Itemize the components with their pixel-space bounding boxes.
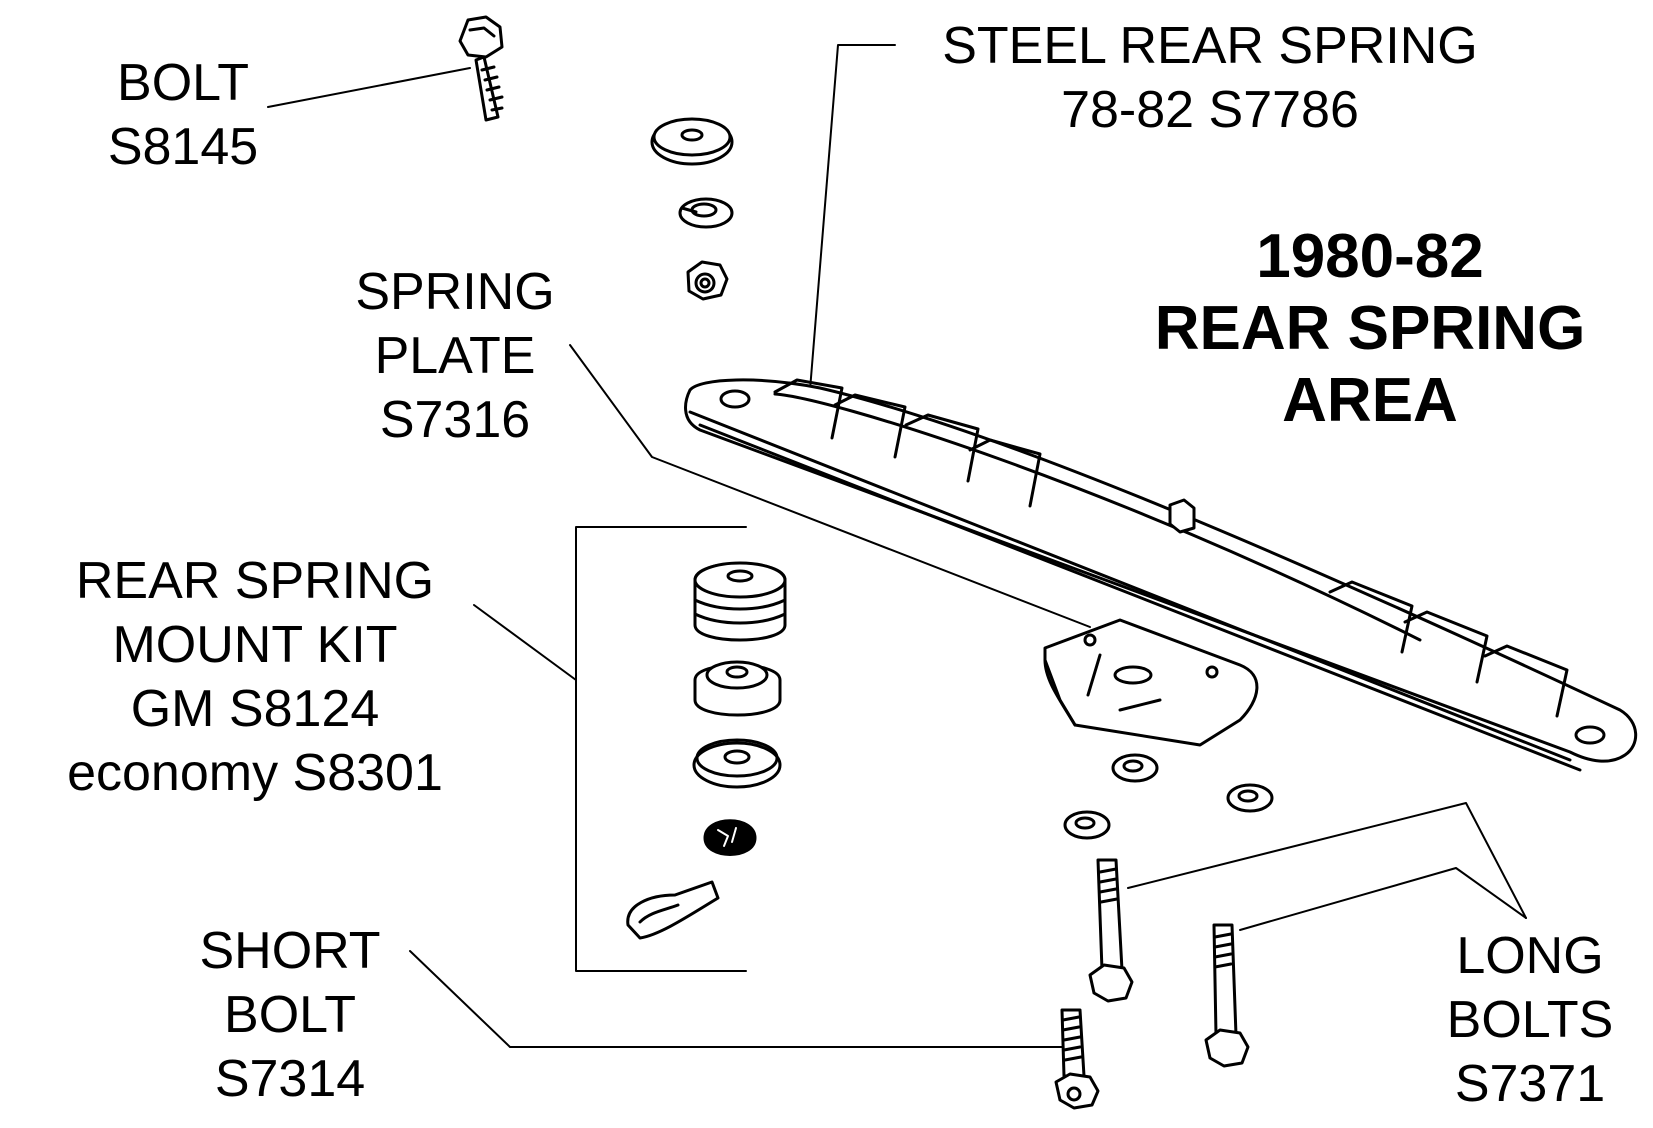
leader-short-bolt — [409, 950, 1066, 1048]
leader-long-bolt-1 — [1127, 802, 1527, 919]
mount-kit-bracket — [575, 526, 747, 972]
label-spring-plate-line2: PLATE — [374, 327, 536, 385]
leader-lines — [267, 44, 1527, 1048]
title-line-2: REAR SPRING — [1154, 294, 1586, 363]
label-long-bolts-line2: BOLTS — [1446, 991, 1614, 1049]
label-mount-kit-line2: MOUNT KIT — [112, 616, 398, 674]
leader-long-bolt-2 — [1239, 867, 1527, 931]
label-steel-spring-part: 78-82 S7786 — [1061, 81, 1359, 139]
label-long-bolts: LONG BOLTS S7371 — [1425, 930, 1635, 1122]
label-long-bolts-line1: LONG — [1456, 927, 1604, 985]
label-mount-kit-gm: GM S8124 — [130, 680, 380, 738]
top-hardware-stack — [650, 117, 734, 301]
steel-rear-spring — [684, 378, 1638, 772]
label-steel-spring-name: STEEL REAR SPRING — [942, 17, 1478, 75]
label-short-bolt-part: S7314 — [214, 1050, 366, 1108]
label-spring-plate: SPRING PLATE S7316 — [335, 266, 575, 458]
label-spring-plate-part: S7316 — [379, 391, 531, 449]
label-spring-plate-line1: SPRING — [355, 263, 555, 321]
leader-bolt — [267, 67, 471, 108]
label-bolt-name: BOLT — [117, 54, 249, 112]
bolt-s8145 — [458, 15, 504, 122]
leader-steel-spring — [809, 44, 896, 391]
label-short-bolt-line1: SHORT — [199, 922, 381, 980]
leader-mount-kit — [473, 604, 577, 681]
lower-lock-washers — [1063, 753, 1274, 840]
short-bolt-s7314 — [1054, 1008, 1100, 1110]
label-steel-rear-spring: STEEL REAR SPRING 78-82 S7786 — [890, 20, 1530, 148]
diagram-title: 1980-82 REAR SPRING AREA — [1120, 226, 1620, 442]
spring-plate-s7316 — [1043, 618, 1259, 747]
long-bolt-2 — [1204, 923, 1250, 1068]
label-long-bolts-part: S7371 — [1454, 1055, 1606, 1113]
long-bolt-1 — [1088, 858, 1134, 1003]
label-short-bolt-line2: BOLT — [224, 986, 356, 1044]
leader-spring-plate — [569, 344, 1091, 628]
title-line-1: 1980-82 — [1256, 222, 1484, 291]
label-bolt-part: S8145 — [107, 118, 259, 176]
label-short-bolt: SHORT BOLT S7314 — [175, 925, 405, 1117]
label-mount-kit-economy: economy S8301 — [67, 744, 443, 802]
mount-kit-parts — [626, 561, 787, 940]
title-line-3: AREA — [1282, 366, 1458, 435]
label-mount-kit-line1: REAR SPRING — [75, 552, 435, 610]
label-mount-kit: REAR SPRING MOUNT KIT GM S8124 economy S… — [40, 555, 470, 811]
label-bolt: BOLT S8145 — [88, 57, 278, 185]
